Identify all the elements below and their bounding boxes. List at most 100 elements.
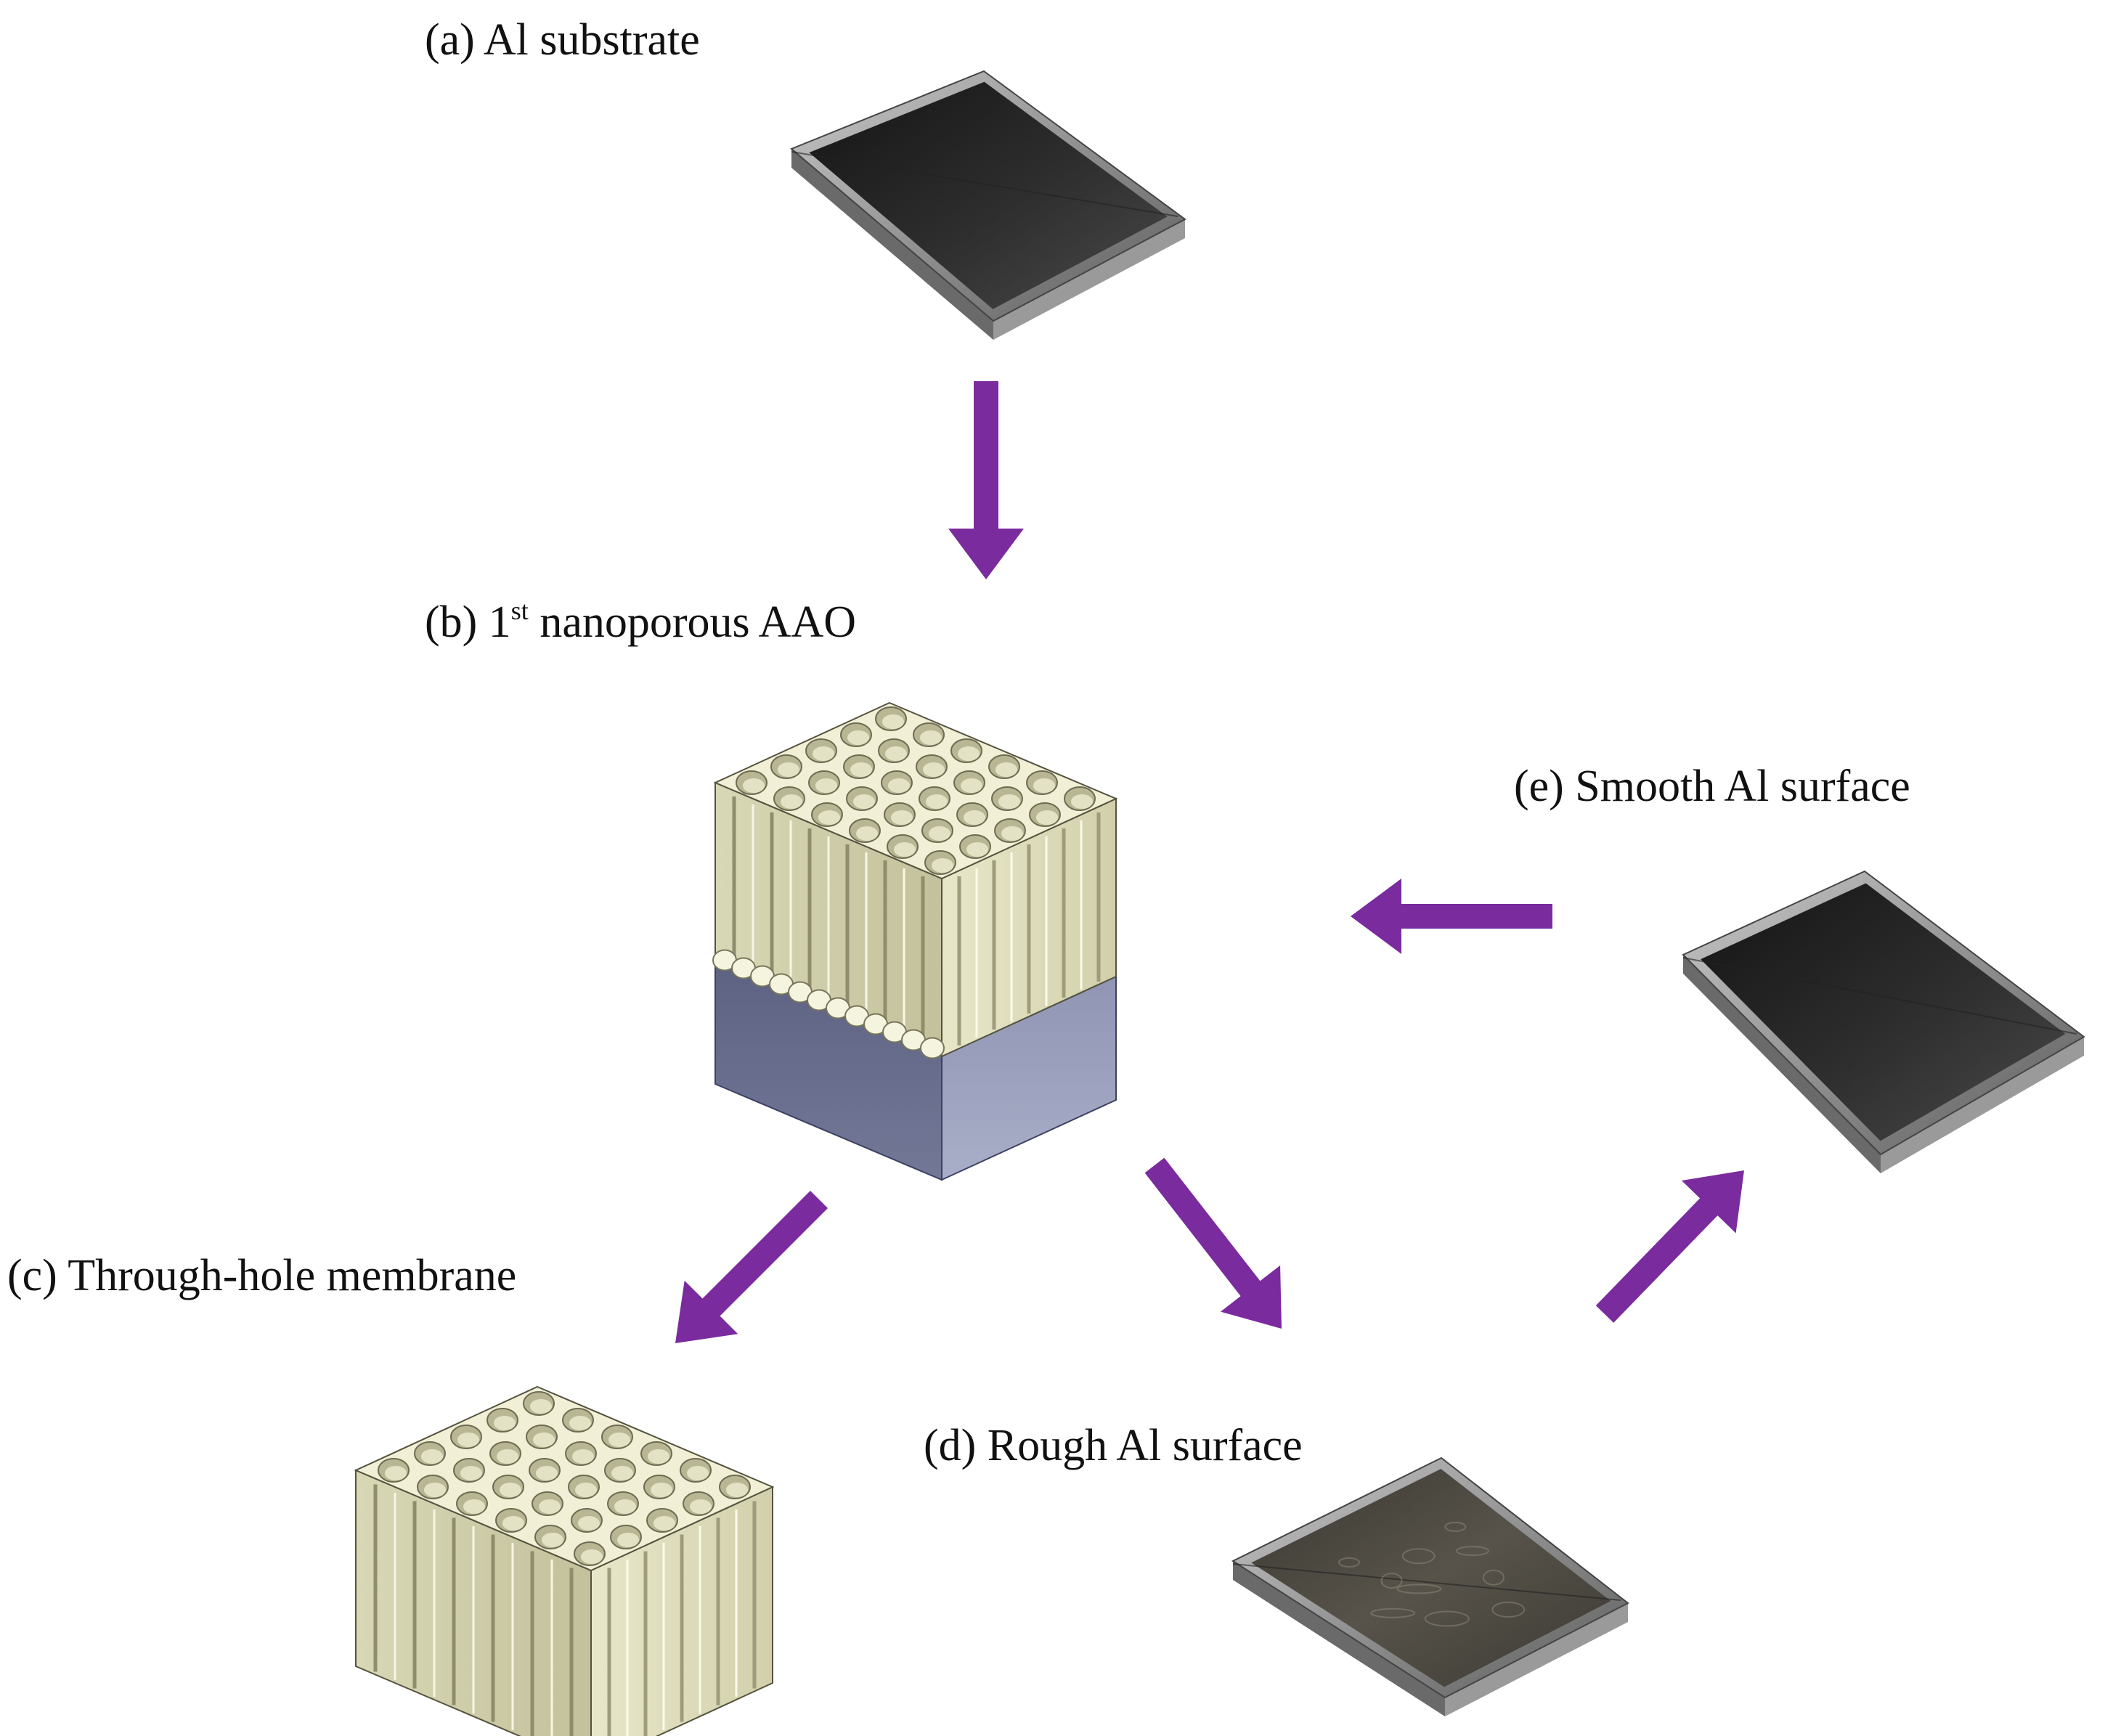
pore-inner bbox=[1071, 794, 1093, 809]
pore-inner bbox=[850, 762, 872, 777]
pore-inner bbox=[385, 1466, 407, 1480]
pore-inner bbox=[575, 1483, 597, 1497]
pore-inner bbox=[530, 1399, 552, 1414]
pore-inner bbox=[457, 1433, 479, 1447]
pore-inner bbox=[891, 810, 913, 825]
plate-surface bbox=[1251, 1469, 1611, 1687]
pore-inner bbox=[539, 1499, 561, 1514]
pore-inner bbox=[743, 778, 765, 793]
pore-inner bbox=[778, 762, 799, 777]
pore-inner bbox=[923, 762, 945, 777]
rough-texture-mark bbox=[1380, 1573, 1403, 1589]
pore-inner bbox=[608, 1433, 630, 1447]
pore-inner bbox=[929, 826, 950, 841]
plate-edge-line bbox=[1232, 1563, 1621, 1601]
plate-edge-side bbox=[993, 219, 1185, 340]
plate-surface bbox=[809, 81, 1168, 309]
pore-inner bbox=[536, 1466, 558, 1480]
pore-inner bbox=[654, 1516, 675, 1531]
label-b-prefix: (b) 1 bbox=[425, 598, 511, 647]
plate-edge-front bbox=[791, 149, 993, 340]
rough-texture-mark bbox=[1401, 1548, 1436, 1565]
pore-inner bbox=[502, 1516, 524, 1531]
pore-inner bbox=[497, 1449, 518, 1464]
pore-inner bbox=[569, 1416, 591, 1430]
pore-inner bbox=[500, 1483, 521, 1497]
pore-inner bbox=[926, 794, 948, 809]
pore-inner bbox=[581, 1549, 603, 1564]
pore-inner bbox=[958, 746, 980, 761]
pore-inner bbox=[932, 858, 953, 873]
arrow-a-to-b-icon bbox=[948, 381, 1024, 579]
plate-surface bbox=[1701, 883, 2066, 1141]
pore-inner bbox=[651, 1483, 672, 1497]
pore-inner bbox=[690, 1499, 712, 1514]
process-arrows bbox=[675, 381, 1744, 1343]
plate-edge-line bbox=[1682, 957, 2077, 1035]
pore-inner bbox=[966, 842, 988, 857]
pore-inner bbox=[1001, 826, 1023, 841]
pore-inner bbox=[1036, 810, 1058, 825]
pore-inner bbox=[853, 794, 875, 809]
smooth-al-surface-plate bbox=[1682, 870, 2085, 1173]
pore-inner bbox=[687, 1466, 709, 1480]
pore-inner bbox=[888, 778, 910, 793]
pore-inner bbox=[894, 842, 916, 857]
rough-texture-mark bbox=[1455, 1546, 1489, 1557]
pore-inner bbox=[614, 1499, 636, 1514]
pore-inner bbox=[920, 730, 942, 745]
pore-inner bbox=[611, 1466, 633, 1480]
pore-inner bbox=[460, 1466, 482, 1480]
plate-edge-side bbox=[1445, 1603, 1628, 1716]
label-b-superscript: st bbox=[510, 596, 529, 625]
plate-edge-line bbox=[791, 151, 1178, 217]
rough-texture-mark bbox=[1491, 1601, 1526, 1618]
rough-texture-mark bbox=[1396, 1584, 1442, 1594]
pore-inner bbox=[421, 1449, 443, 1464]
pore-inner bbox=[726, 1483, 748, 1497]
arrow-e-to-b-icon bbox=[1351, 879, 1552, 954]
label-al-substrate: (a) Al substrate bbox=[425, 15, 700, 65]
plate-edge-side bbox=[1881, 1037, 2084, 1173]
pore-inner bbox=[617, 1533, 639, 1547]
arrow-b-to-d-icon bbox=[1144, 1157, 1282, 1329]
pore-inner bbox=[961, 778, 982, 793]
pore-inner bbox=[533, 1433, 555, 1447]
pore-inner bbox=[424, 1483, 446, 1497]
pore-inner bbox=[648, 1449, 669, 1464]
plate-edge-front bbox=[1233, 1561, 1445, 1716]
pore-inner bbox=[998, 794, 1020, 809]
pore-inner bbox=[964, 810, 985, 825]
label-smooth-al-surface: (e) Smooth Al surface bbox=[1514, 762, 1910, 811]
label-through-hole-membrane: (c) Through-hole membrane bbox=[7, 1251, 517, 1300]
pore-inner bbox=[463, 1499, 485, 1514]
pore-inner bbox=[494, 1416, 516, 1430]
pore-inner bbox=[572, 1449, 594, 1464]
pore-inner bbox=[996, 762, 1017, 777]
through-hole-membrane-block bbox=[354, 1385, 775, 1736]
pore-inner bbox=[813, 746, 834, 761]
pore-bottom-cap bbox=[920, 1037, 945, 1059]
pore-inner bbox=[578, 1516, 600, 1531]
rough-texture-mark bbox=[1444, 1521, 1467, 1532]
rough-al-surface-plate bbox=[1231, 1456, 1629, 1716]
pore-inner bbox=[1033, 778, 1055, 793]
arrow-d-to-e-icon bbox=[1595, 1170, 1744, 1323]
rough-texture-mark bbox=[1370, 1607, 1416, 1618]
pore-inner bbox=[815, 778, 837, 793]
pore-inner bbox=[856, 826, 878, 841]
arrow-b-to-c-icon bbox=[675, 1190, 828, 1343]
pore-inner bbox=[882, 714, 904, 729]
plate-edge-front bbox=[1683, 955, 1881, 1173]
label-rough-al-surface: (d) Rough Al surface bbox=[924, 1421, 1303, 1470]
al-substrate-plate bbox=[790, 70, 1186, 340]
rough-texture-mark bbox=[1483, 1569, 1505, 1586]
pore-inner bbox=[885, 746, 907, 761]
label-nanoporous-aao: (b) 1st nanoporous AAO bbox=[425, 598, 857, 647]
pore-inner bbox=[542, 1533, 563, 1547]
pore-inner bbox=[847, 730, 869, 745]
pore-inner bbox=[818, 810, 840, 825]
rough-texture-mark bbox=[1337, 1557, 1360, 1568]
label-b-suffix: nanoporous AAO bbox=[528, 598, 857, 647]
